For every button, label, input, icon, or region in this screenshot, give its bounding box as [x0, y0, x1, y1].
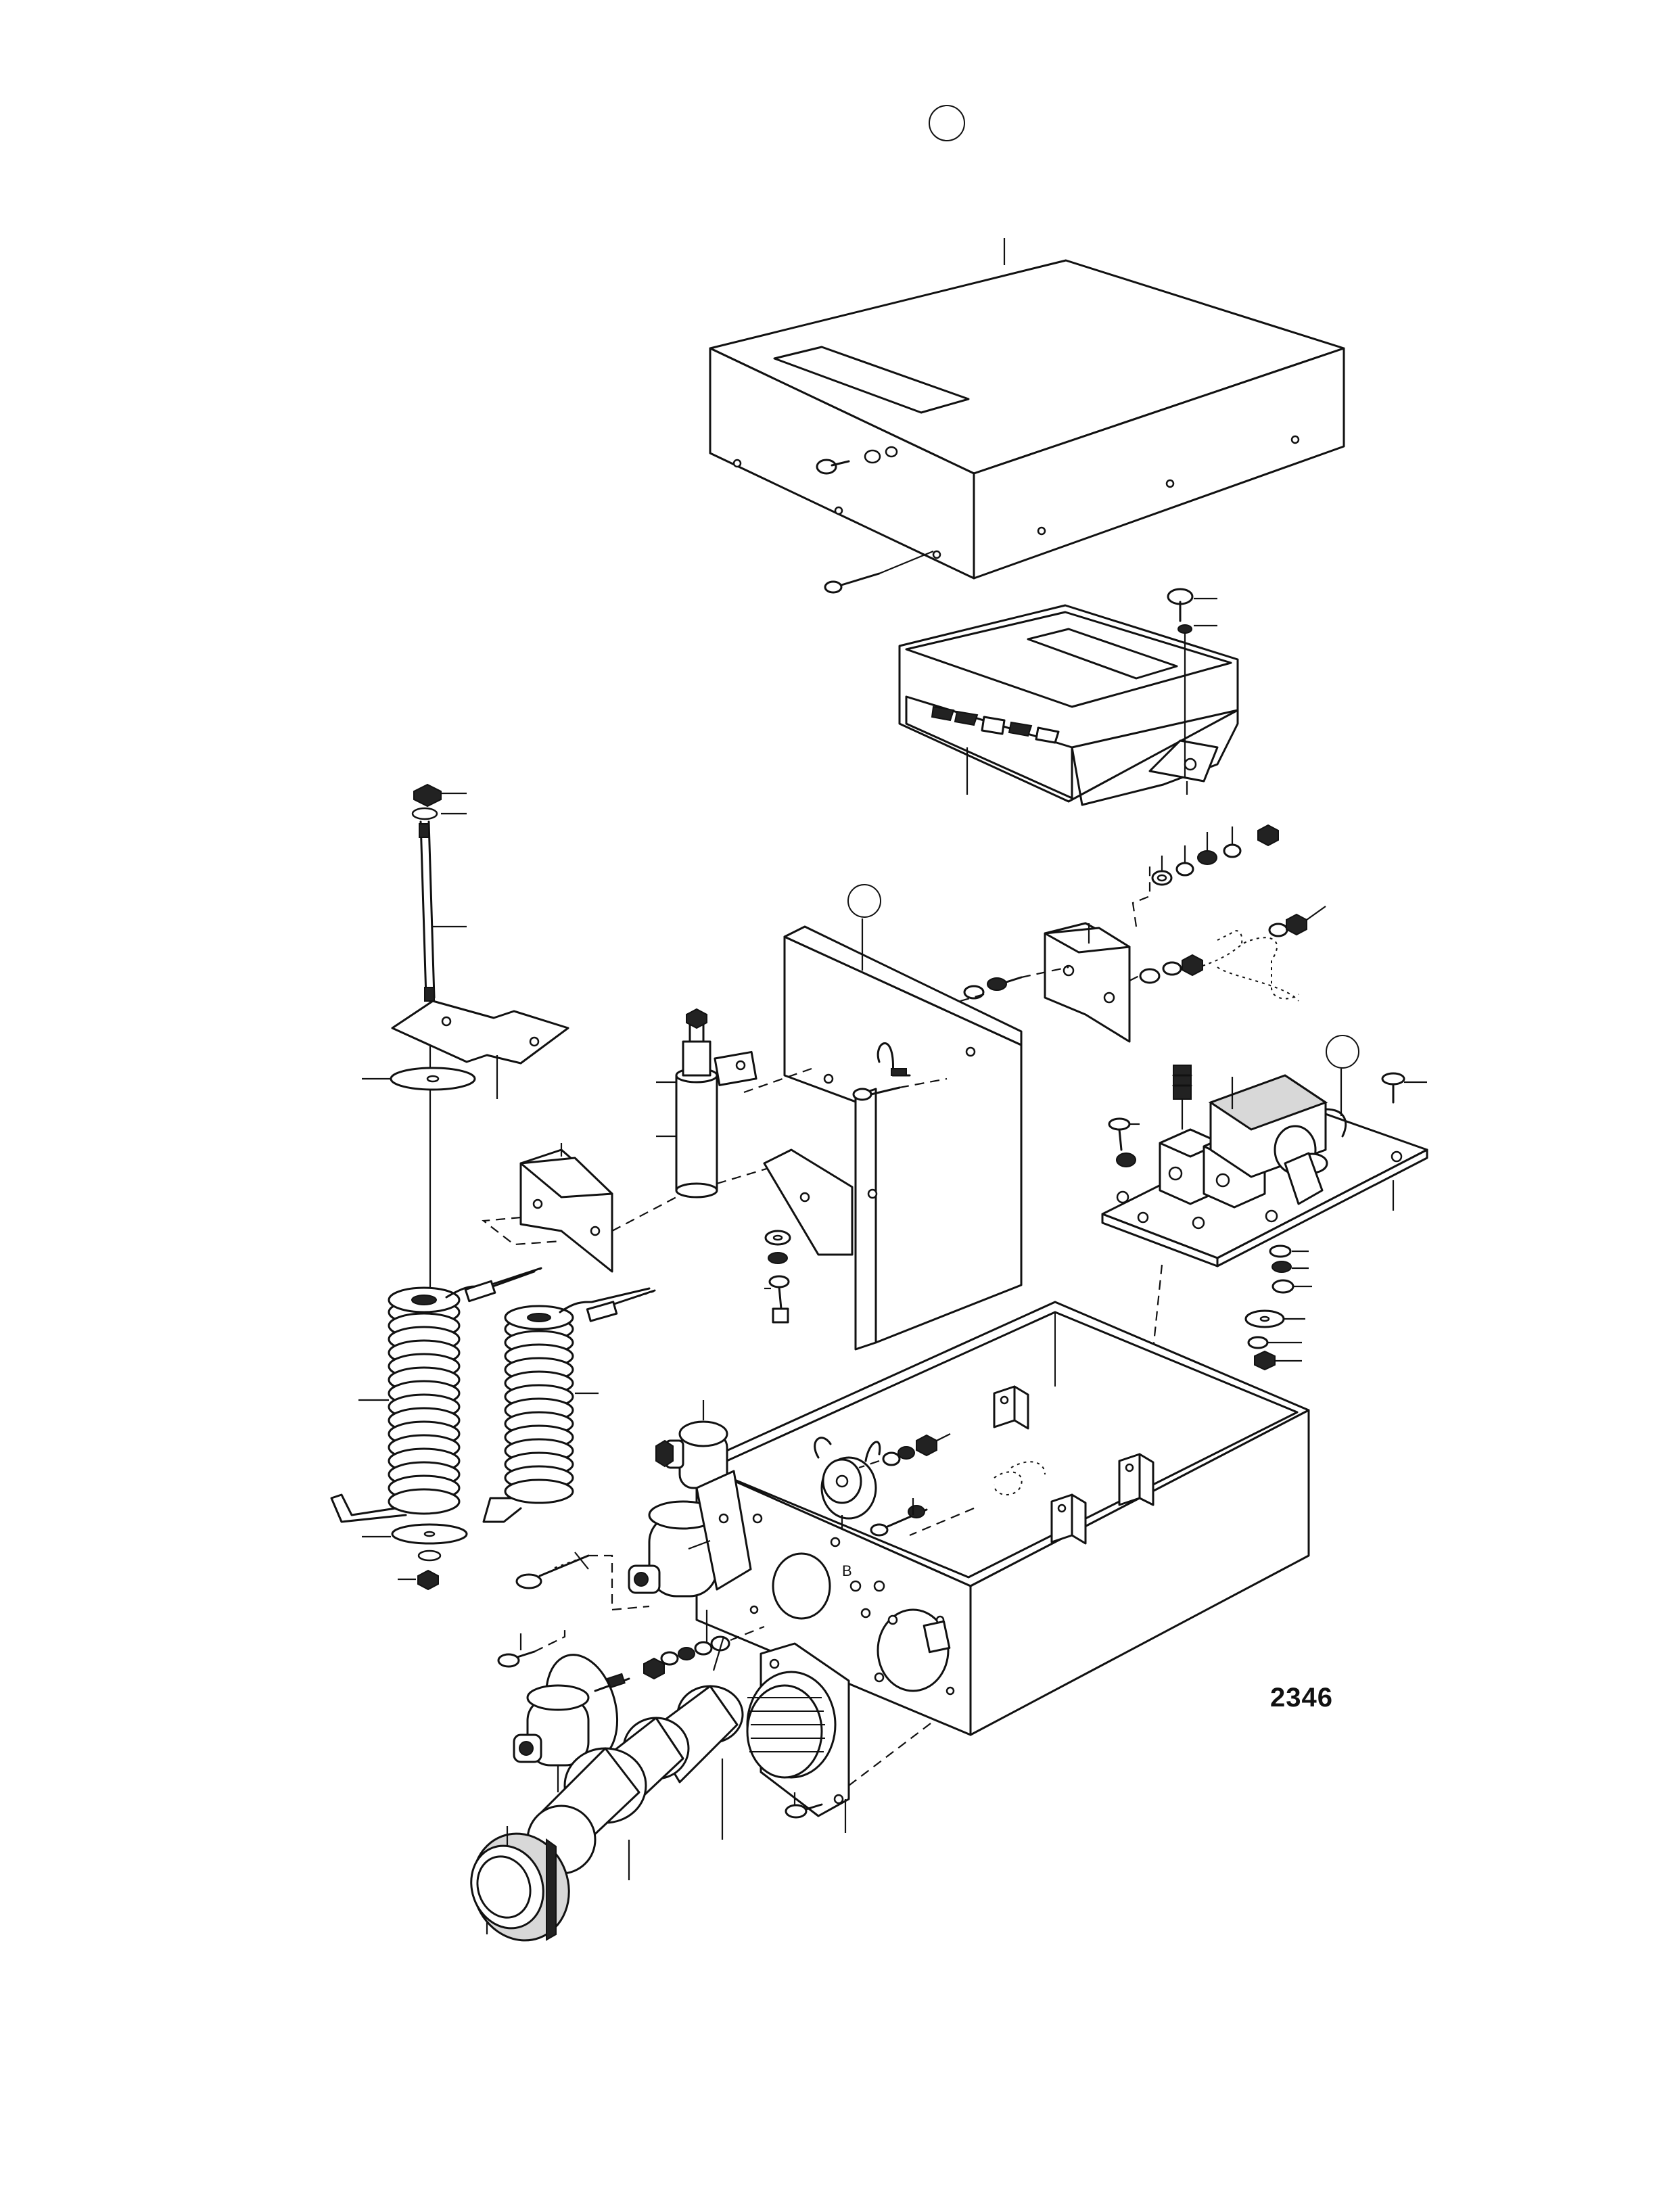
relay-screw-right [1381, 1072, 1427, 1104]
reference-circle-bracket [847, 884, 881, 918]
flanged-insulator-loose [513, 1654, 630, 1792]
relay-screw-tall [1172, 1065, 1192, 1130]
knurled-coupling-ring [470, 1826, 570, 1942]
reference-circle-top [929, 105, 965, 141]
interior-bracket-a [993, 1385, 1029, 1430]
figure-number: 2346 [1270, 1683, 1333, 1713]
threaded-socket-flange [746, 1642, 934, 1833]
relay-coil [1208, 1074, 1347, 1178]
socket-screw [785, 1792, 823, 1819]
top-cover-box [709, 238, 1345, 594]
coil-bolt-left [464, 1267, 542, 1303]
terminal-housing [898, 588, 1239, 806]
resistor-coil-left [330, 1270, 536, 1523]
middle-bracket [743, 918, 1023, 1351]
long-bolt [515, 1552, 650, 1611]
front-panel-hole-left [772, 1552, 831, 1620]
relay-screw-left [1108, 1117, 1140, 1167]
large-washer-upper [362, 1067, 476, 1091]
interior-wound-component [814, 1433, 951, 1529]
panel-fastener-row [643, 1610, 765, 1680]
terminal-nut-stack-lower [1139, 906, 1326, 1002]
cover-screw-front [816, 446, 898, 475]
insulating-plate-right [960, 866, 1151, 1043]
bracket-fastener-stack [764, 1230, 791, 1324]
large-washer-lower [362, 1523, 468, 1591]
cover-nameplate [773, 346, 970, 414]
callout-mark-b-lower: B [842, 1562, 852, 1579]
interior-bracket-b [1050, 1493, 1087, 1545]
terminal-row [931, 705, 1060, 744]
relay-washer-stack [1244, 1244, 1312, 1371]
interior-bracket-c [1118, 1453, 1154, 1506]
interior-bolt [870, 1498, 928, 1537]
terminal-nut-stack-upper [1151, 824, 1279, 886]
insulating-plate-left [482, 1143, 677, 1273]
relay-assembly [1101, 1065, 1428, 1448]
bolt-to-plate [960, 966, 1069, 1002]
insulator-screw [497, 1630, 566, 1668]
front-insulator-mounted [628, 1470, 752, 1598]
reference-circle-relay [1326, 1035, 1359, 1069]
rear-insulator [655, 1400, 728, 1489]
cover-screw-bottom [824, 550, 934, 594]
coil-bolt-right [586, 1289, 656, 1322]
mounting-plate [391, 1000, 569, 1099]
capacitor [656, 1008, 785, 1198]
housing-screw [1167, 588, 1217, 778]
resistor-coil-right [482, 1287, 651, 1523]
